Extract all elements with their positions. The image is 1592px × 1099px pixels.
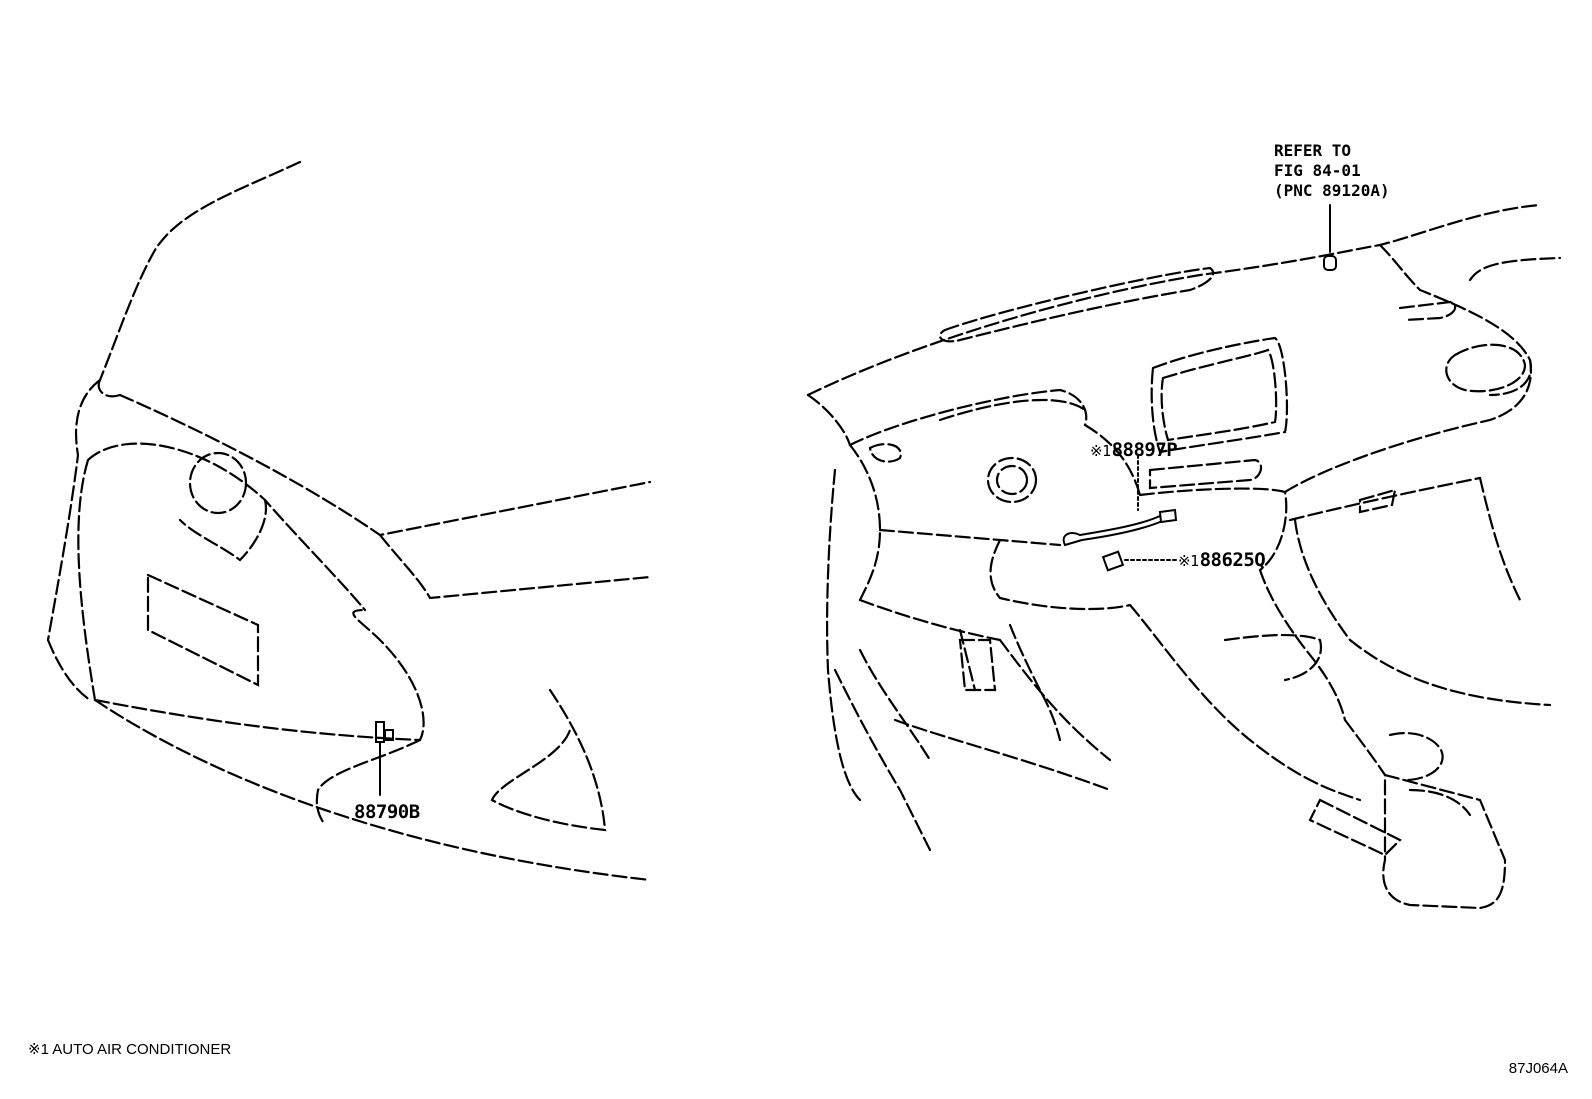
refer-note-line-1: REFER TO <box>1274 141 1352 160</box>
callout-88625q[interactable]: ※188625Q <box>1178 549 1266 571</box>
callout-88790b[interactable]: 88790B <box>354 803 420 822</box>
sensor-88897p-drawing <box>1062 454 1178 547</box>
callout-88897p[interactable]: ※188897P <box>1090 439 1178 461</box>
sensor-89120a-drawing <box>1323 204 1337 271</box>
figure-code: 87J064A <box>1508 1060 1568 1077</box>
sensor-88790b-drawing <box>375 721 394 796</box>
auto-ac-mark: ※1 <box>1090 442 1111 460</box>
part-code: 88790B <box>354 801 420 823</box>
part-code: 88625Q <box>1199 549 1266 571</box>
refer-note: REFER TO FIG 84-01 (PNC 89120A) <box>1274 141 1390 201</box>
instrument-panel-outline <box>806 203 1562 910</box>
part-code: 88897P <box>1111 439 1178 461</box>
auto-ac-mark: ※1 <box>1178 552 1199 570</box>
refer-note-line-3: (PNC 89120A) <box>1274 181 1390 200</box>
refer-note-line-2: FIG 84-01 <box>1274 161 1361 180</box>
sensor-88625q-drawing <box>1101 550 1177 572</box>
vehicle-front-outline <box>46 160 652 882</box>
footnote: ※1 AUTO AIR CONDITIONER <box>28 1041 232 1058</box>
